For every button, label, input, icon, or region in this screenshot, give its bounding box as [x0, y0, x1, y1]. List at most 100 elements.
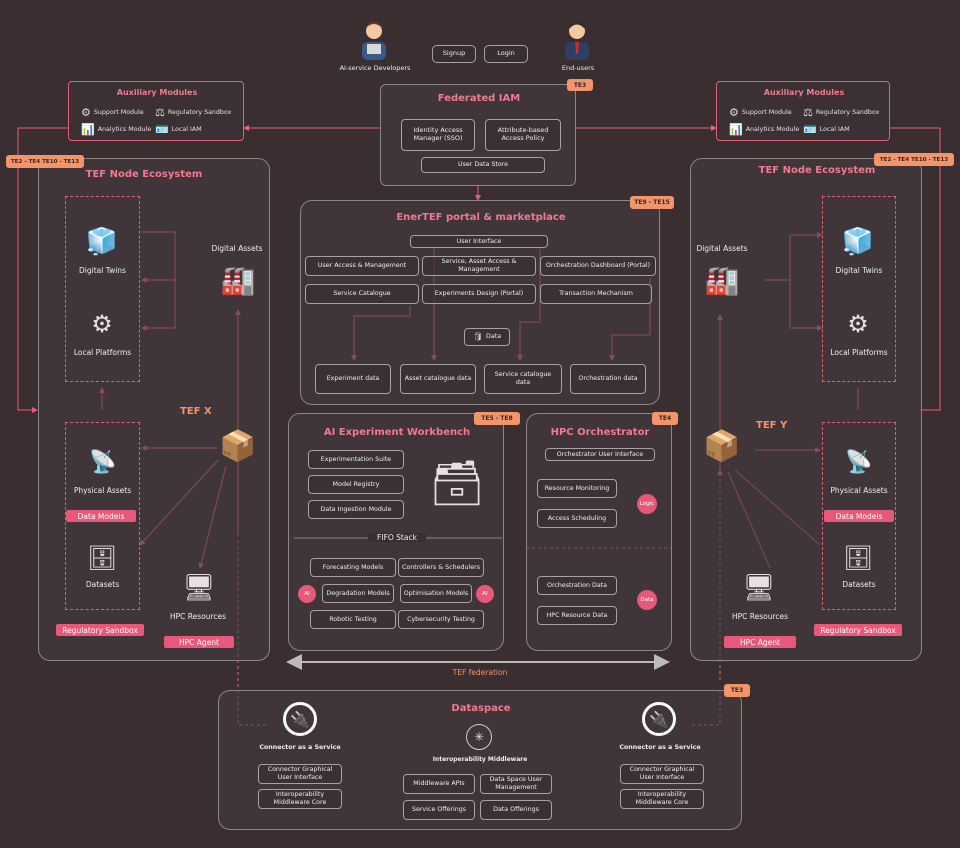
tef-right-regulatory-sandbox[interactable]: Regulatory Sandbox — [814, 624, 902, 636]
portal-service-catalogue[interactable]: Service Catalogue — [305, 284, 419, 304]
tef-left-hpc-agent[interactable]: HPC Agent — [164, 636, 234, 648]
tef-left-physical-assets: Physical Assets — [73, 486, 132, 495]
tef-right-twins-box — [822, 196, 896, 382]
iam-abac[interactable]: Attribute-based Access Policy — [485, 119, 561, 151]
signup-button[interactable]: Signup — [432, 45, 476, 63]
tef-right-hpc-agent[interactable]: HPC Agent — [724, 636, 796, 648]
portal-data[interactable]: 🛢Data — [464, 328, 510, 346]
tef-left-regulatory-sandbox[interactable]: Regulatory Sandbox — [56, 624, 144, 636]
ai-badge-right: AI — [476, 585, 494, 603]
aux-right-panel: Auxiliary Modules ⚙Support Module ⚖Regul… — [716, 81, 890, 141]
optimisation-models[interactable]: Optimisation Models — [400, 584, 472, 603]
end-user-avatar-icon — [562, 20, 592, 62]
hpc-orchestration-data[interactable]: Orchestration Data — [537, 576, 617, 595]
experimentation-suite[interactable]: Experimentation Suite — [308, 450, 404, 469]
aux-left-support-label: Support Module — [93, 109, 144, 116]
hpc-title: HPC Orchestrator — [550, 427, 650, 438]
robotic-testing[interactable]: Robotic Testing — [310, 610, 396, 629]
aux-right-support[interactable]: ⚙Support Module — [729, 106, 792, 119]
iam-title: Federated IAM — [437, 93, 521, 104]
digital-twin-icon: 🧊 — [841, 227, 875, 257]
login-button[interactable]: Login — [484, 45, 528, 63]
degradation-models[interactable]: Degradation Models — [322, 584, 394, 603]
workbench-tag: TE5 - TE8 — [474, 412, 520, 425]
aux-right-title: Auxiliary Modules — [763, 88, 845, 97]
hpc-server-icon: 🖥 — [742, 573, 776, 603]
logic-badge: Logic — [637, 494, 657, 514]
database-icon: 🗄 — [86, 544, 118, 572]
aux-right-iam-label: Local IAM — [819, 126, 850, 133]
resource-monitoring[interactable]: Resource Monitoring — [537, 479, 617, 498]
digital-assets-icon: 🏭 — [704, 263, 740, 297]
model-registry[interactable]: Model Registry — [308, 475, 404, 494]
service-offerings[interactable]: Service Offerings — [403, 800, 475, 820]
developer-avatar-icon — [358, 20, 390, 62]
portal-data-label: Data — [486, 333, 502, 341]
database-icon: 🗄 — [842, 544, 874, 572]
iot-icon: 📡 — [845, 449, 873, 475]
data-ingestion-module[interactable]: Data Ingestion Module — [308, 500, 404, 519]
federated-iam-panel: Federated IAM Identity Access Manager (S… — [380, 84, 576, 186]
digital-twin-icon: 🧊 — [85, 227, 119, 257]
aux-right-analytics[interactable]: 📊Analytics Module — [729, 123, 799, 136]
orchestrator-user-interface[interactable]: Orchestrator User Interface — [545, 448, 655, 461]
portal-user-access[interactable]: User Access & Management — [305, 256, 419, 276]
aux-right-iam[interactable]: 🪪Local IAM — [803, 123, 850, 136]
portal-transaction-mechanism[interactable]: Transaction Mechanism — [540, 284, 652, 304]
hpc-resource-data[interactable]: HPC Resource Data — [537, 606, 617, 625]
iam-sso[interactable]: Identity Access Manager (SSO) — [401, 119, 475, 151]
platform-gear-icon: ⚙ — [91, 310, 113, 338]
cybersecurity-testing[interactable]: Cybersecurity Testing — [398, 610, 484, 629]
workbench-title: AI Experiment Workbench — [323, 427, 471, 438]
portal-tag: TE9 - TE15 — [630, 196, 674, 209]
iam-user-data-store[interactable]: User Data Store — [421, 157, 545, 173]
caas-left-gui[interactable]: Connector Graphical User Interface — [258, 764, 342, 784]
caas-right-gui[interactable]: Connector Graphical User Interface — [620, 764, 704, 784]
gear-icon: ⚙ — [729, 106, 739, 119]
tef-right-digital-assets: Digital Assets — [696, 244, 748, 253]
portal-experiments-design[interactable]: Experiments Design (Portal) — [422, 284, 536, 304]
portal-user-interface[interactable]: User Interface — [410, 235, 548, 248]
data-badge: Data — [637, 590, 657, 610]
access-scheduling[interactable]: Access Scheduling — [537, 509, 617, 528]
controllers-schedulers[interactable]: Controllers & Schedulers — [398, 558, 484, 577]
chart-icon: 📊 — [729, 123, 743, 136]
aux-left-title: Auxiliary Modules — [116, 88, 198, 97]
tef-right-data-models[interactable]: Data Models — [824, 510, 894, 522]
portal-asset-catalogue-data[interactable]: Asset catalogue data — [400, 364, 476, 394]
data-offerings[interactable]: Data Offerings — [480, 800, 552, 820]
portal-service-asset-access[interactable]: Service, Asset Access & Management — [422, 256, 536, 276]
digital-assets-icon: 🏭 — [220, 263, 256, 297]
portal-orchestration-data[interactable]: Orchestration data — [570, 364, 646, 394]
caas-left-core[interactable]: Interoperability Middleware Core — [258, 789, 342, 809]
dataspace-user-management[interactable]: Data Space User Management — [480, 774, 552, 794]
tef-left-physical-box — [65, 422, 140, 610]
caas-right-core[interactable]: Interoperability Middleware Core — [620, 789, 704, 809]
database-icon: 🛢 — [472, 332, 484, 342]
network-icon: ✳ — [466, 724, 492, 750]
middleware-apis[interactable]: Middleware APIs — [403, 774, 475, 794]
gear-icon: ⚙ — [81, 106, 91, 119]
portal-experiment-data[interactable]: Experiment data — [315, 364, 391, 394]
aux-left-analytics-label: Analytics Module — [97, 126, 152, 133]
tef-y-label: TEF Y — [756, 420, 788, 431]
forecasting-models[interactable]: Forecasting Models — [310, 558, 396, 577]
portal-orchestration-dashboard[interactable]: Orchestration Dashboard (Portal) — [540, 256, 656, 276]
tef-right-local-platforms: Local Platforms — [830, 348, 888, 357]
tef-right-digital-twins: Digital Twins — [835, 266, 883, 275]
aux-left-support[interactable]: ⚙Support Module — [81, 106, 144, 119]
tef-left-datasets: Datasets — [85, 580, 120, 589]
tef-right-physical-box — [822, 422, 896, 610]
database-files-icon: 🗃 — [429, 458, 485, 509]
plug-icon: 🔌 — [642, 702, 676, 736]
tef-right-title: TEF Node Ecosystem — [758, 165, 876, 176]
dataspace-title: Dataspace — [451, 703, 511, 714]
tef-left-data-models[interactable]: Data Models — [66, 510, 136, 522]
aux-right-sandbox[interactable]: ⚖Regulatory Sandbox — [803, 106, 879, 119]
aux-left-iam[interactable]: 🪪Local IAM — [155, 123, 202, 136]
aux-left-sandbox[interactable]: ⚖Regulatory Sandbox — [155, 106, 231, 119]
tef-left-tag: TE2 - TE4 TE10 - TE13 — [6, 155, 84, 168]
aux-left-analytics[interactable]: 📊Analytics Module — [81, 123, 151, 136]
portal-service-catalogue-data[interactable]: Service catalogue data — [484, 364, 562, 394]
aux-right-support-label: Support Module — [741, 109, 792, 116]
